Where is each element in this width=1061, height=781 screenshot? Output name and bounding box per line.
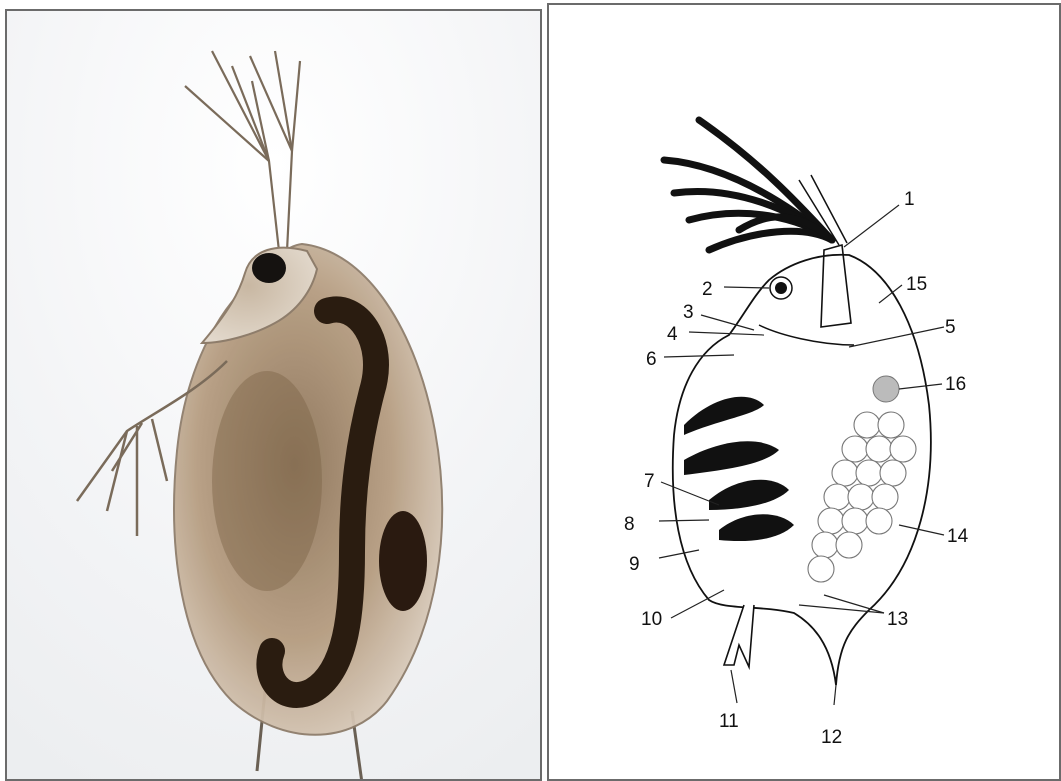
label-7: 7: [644, 471, 655, 492]
daphnia-photo: [7, 11, 542, 781]
label-5: 5: [945, 317, 956, 338]
daphnia-photo-panel: [5, 9, 542, 781]
diagram-eye: [775, 282, 787, 294]
photo-egg: [379, 511, 427, 611]
daphnia-diagram: 1 2 3 4 5 6 7 8 9 10 11 12 13 14 15 16: [549, 5, 1061, 781]
label-16: 16: [945, 374, 966, 395]
label-3: 3: [683, 302, 694, 323]
label-15: 15: [906, 274, 927, 295]
label-1: 1: [904, 189, 915, 210]
label-12: 12: [821, 727, 842, 748]
label-14: 14: [947, 526, 969, 547]
label-10: 10: [641, 609, 662, 630]
photo-inner-mass: [212, 371, 322, 591]
label-4: 4: [667, 324, 678, 345]
label-11: 11: [719, 711, 739, 732]
label-9: 9: [629, 554, 640, 575]
label-8: 8: [624, 514, 635, 535]
daphnia-diagram-panel: 1 2 3 4 5 6 7 8 9 10 11 12 13 14 15 16: [547, 3, 1061, 781]
label-2: 2: [702, 279, 713, 300]
label-6: 6: [646, 349, 657, 370]
label-13: 13: [887, 609, 908, 630]
photo-eye: [252, 253, 286, 283]
diagram-gland: [873, 376, 899, 402]
